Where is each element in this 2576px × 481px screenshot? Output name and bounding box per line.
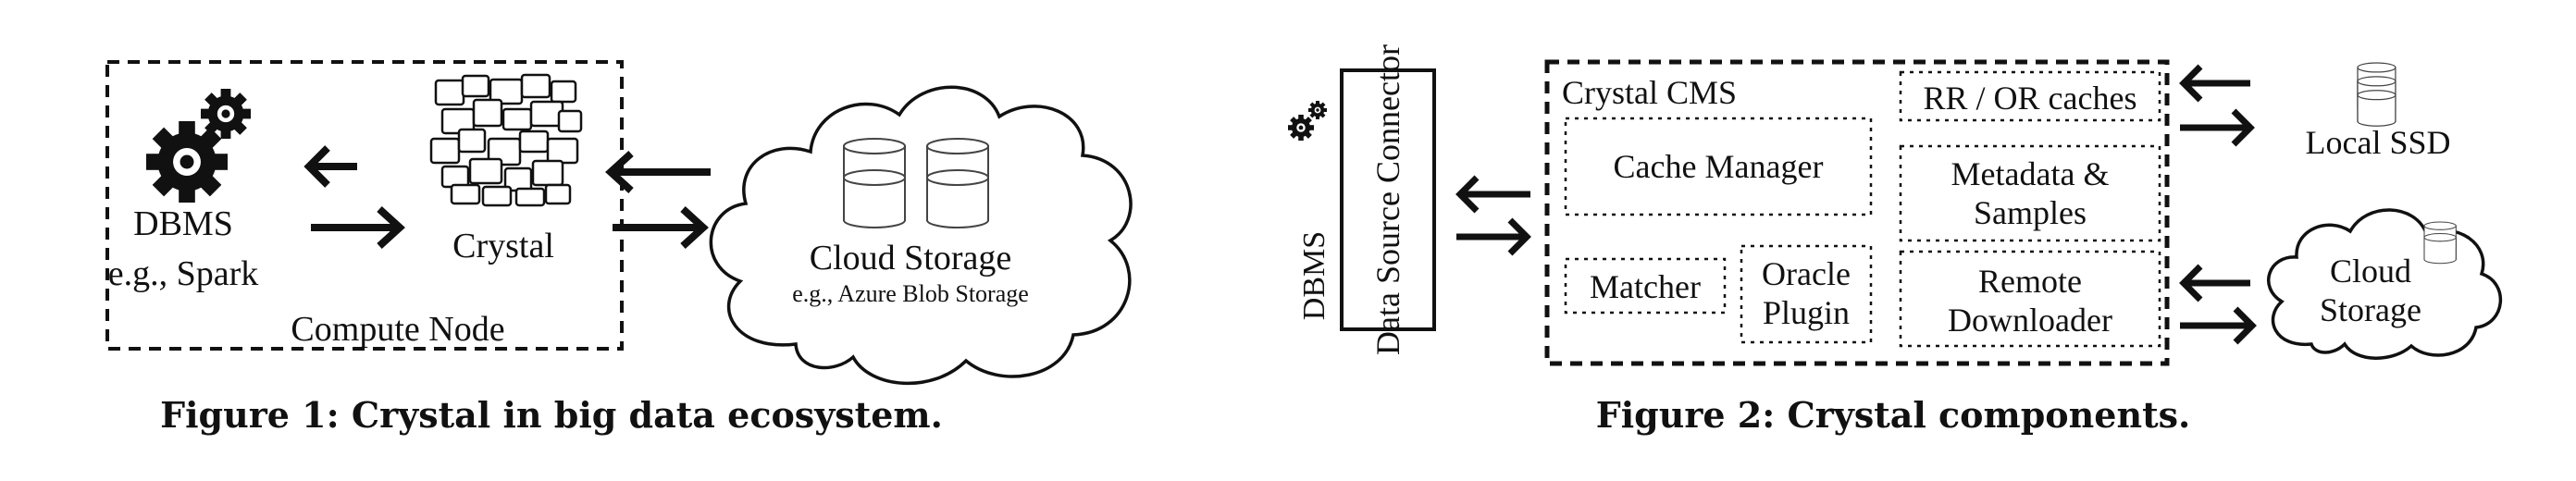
- cache-manager-box: [1564, 117, 1873, 216]
- fig1-arrow-to-crystal: [311, 206, 405, 249]
- metadata-label-line2: Samples: [1974, 194, 2087, 231]
- remote-downloader-box: [1899, 250, 2161, 348]
- remote-label-line1: Remote: [1978, 263, 2082, 300]
- fig2-arrow-from-cloud: [2179, 264, 2250, 302]
- matcher-box: [1564, 257, 1727, 314]
- cms-title: Crystal CMS: [1562, 74, 1737, 111]
- fig1-cloud-example: e.g., Azure Blob Storage: [792, 280, 1029, 307]
- fig1-cloud-shape: [709, 85, 1133, 386]
- fig1-arrow-to-cloud: [613, 206, 709, 249]
- local-ssd-label: Local SSD: [2306, 124, 2451, 161]
- figure1: DBMS e.g., Spark: [105, 60, 1133, 436]
- rr-or-caches-label: RR / OR caches: [1924, 80, 2137, 117]
- fig2-caption: Figure 2: Crystal components.: [1596, 394, 2191, 436]
- fig2-cloud-label-line2: Storage: [2320, 291, 2421, 328]
- oracle-plugin-box: [1740, 244, 1873, 344]
- fig2-arrow-to-ssd: [2180, 108, 2255, 147]
- cache-manager-label: Cache Manager: [1614, 148, 1824, 185]
- compute-node-box: [105, 60, 624, 351]
- oracle-label-line1: Oracle: [1762, 255, 1851, 292]
- fig2-arrow-to-cloud: [2180, 306, 2257, 345]
- fig2-cloud-db-icon: [2423, 221, 2457, 265]
- fig1-dbms-label: DBMS: [133, 204, 233, 243]
- remote-label-line2: Downloader: [1948, 302, 2112, 339]
- dbms-gears-icon: [146, 89, 251, 203]
- crystal-cms-box: [1544, 59, 2170, 366]
- fig2-arrow-to-connector: [1455, 175, 1530, 214]
- fig1-caption: Figure 1: Crystal in big data ecosystem.: [160, 394, 943, 436]
- fig2-dbms-gears-icon: [1288, 101, 1327, 141]
- fig2-arrow-to-cms: [1456, 217, 1531, 256]
- local-ssd-icon: [2357, 62, 2396, 127]
- data-source-connector-box: [1340, 68, 1436, 331]
- fig2-cloud-label-line1: Cloud: [2330, 253, 2411, 290]
- oracle-label-line2: Plugin: [1763, 294, 1850, 331]
- figure2: DBMS Data Source Connector Crystal CMS R…: [1288, 44, 2503, 436]
- fig1-crystal-label: Crystal: [452, 227, 554, 265]
- fig2-dbms-label: DBMS: [1297, 231, 1331, 320]
- metadata-label-line1: Metadata &: [1951, 155, 2110, 192]
- metadata-samples-box: [1899, 144, 2161, 242]
- fig1-dbms-example: e.g., Spark: [108, 254, 259, 293]
- fig1-arrow-to-compute: [605, 151, 711, 193]
- fig1-cloud-label: Cloud Storage: [810, 239, 1011, 278]
- connector-label: Data Source Connector: [1369, 44, 1406, 355]
- crystal-cluster-icon: [429, 73, 583, 207]
- fig1-arrow-to-dbms: [303, 145, 357, 188]
- matcher-label: Matcher: [1590, 268, 1701, 305]
- fig1-compute-node-label: Compute Node: [291, 310, 504, 349]
- fig2-arrow-from-ssd: [2179, 64, 2250, 103]
- rr-or-caches-box: [1899, 70, 2161, 122]
